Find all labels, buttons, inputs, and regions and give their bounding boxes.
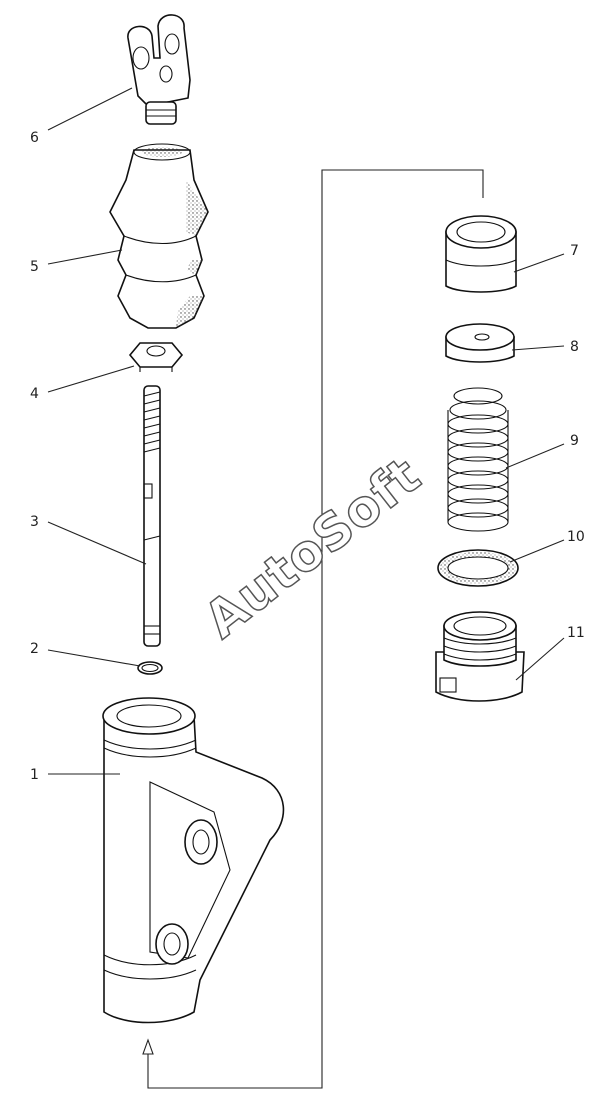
leader-2 bbox=[47, 649, 141, 667]
callout-10: 10 bbox=[567, 529, 585, 545]
leader-10 bbox=[509, 539, 565, 563]
part-3-pushrod bbox=[143, 385, 161, 647]
callout-6: 6 bbox=[30, 130, 39, 146]
callout-8: 8 bbox=[570, 339, 579, 355]
callout-11: 11 bbox=[567, 625, 585, 641]
callout-3: 3 bbox=[30, 514, 39, 530]
leader-3 bbox=[47, 521, 147, 565]
part-7-cap bbox=[445, 215, 517, 293]
callout-4: 4 bbox=[30, 386, 39, 402]
part-10-seal bbox=[437, 549, 519, 587]
part-5-boot bbox=[109, 143, 209, 329]
callout-9: 9 bbox=[570, 433, 579, 449]
part-8-washer bbox=[445, 323, 515, 363]
leader-6 bbox=[47, 87, 133, 131]
leader-7 bbox=[513, 253, 565, 273]
assembly-path-line bbox=[142, 169, 484, 1089]
callout-1: 1 bbox=[30, 767, 39, 783]
leader-9 bbox=[505, 443, 565, 469]
part-4-nut bbox=[128, 342, 184, 372]
part-1-cylinder bbox=[102, 697, 285, 1024]
callout-7: 7 bbox=[570, 243, 579, 259]
leader-11 bbox=[515, 637, 565, 681]
callout-5: 5 bbox=[30, 259, 39, 275]
part-2-ring bbox=[137, 661, 163, 675]
part-11-plug bbox=[435, 611, 525, 702]
leader-8 bbox=[511, 345, 565, 351]
leader-5 bbox=[47, 249, 123, 265]
part-6-clevis bbox=[127, 14, 191, 125]
leader-4 bbox=[47, 365, 135, 393]
watermark: AutoSoft bbox=[194, 446, 432, 650]
part-9-spring bbox=[447, 387, 509, 532]
callout-2: 2 bbox=[30, 641, 39, 657]
